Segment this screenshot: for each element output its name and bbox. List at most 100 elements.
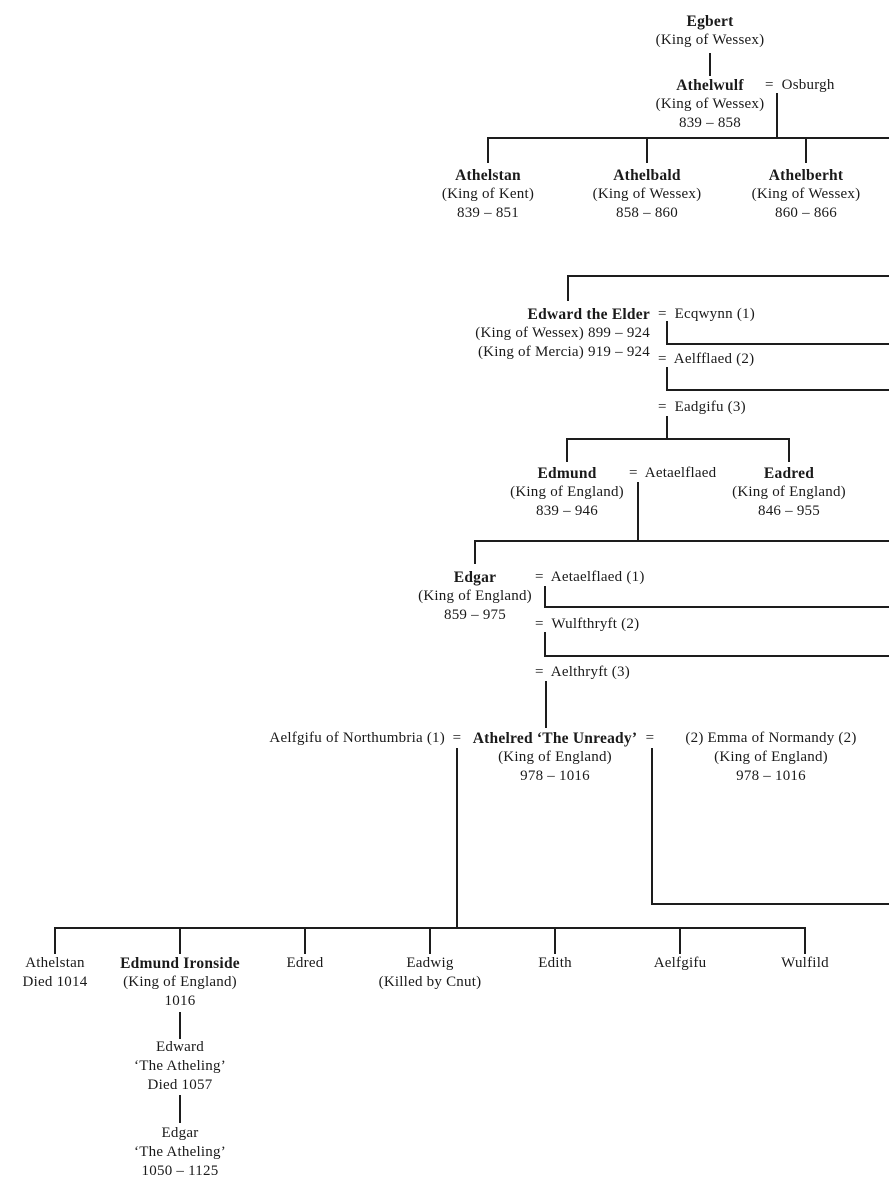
line-ecqwynn-issue-drop	[666, 321, 668, 345]
line-drop-athelstan-kent	[487, 137, 489, 163]
eadred-line-1: Eadred	[763, 465, 815, 482]
athelred-the-unready-line-1: Athelred ‘The Unready’	[472, 730, 638, 747]
edith-line-1: Edith	[538, 955, 572, 971]
edgar-wife-2: = Wulfthryft (2)	[535, 615, 639, 634]
line-aelfflaed-issue-bar	[666, 389, 889, 391]
line-drop-edmund-ironside	[179, 927, 181, 954]
emma-of-normandy-line-2: (King of England)	[714, 749, 828, 765]
athelred-the-unready-line-2: (King of England)	[498, 749, 612, 765]
edward-the-atheling-line-1: Edward	[155, 1039, 204, 1055]
edgar-line-1: Edgar	[453, 569, 497, 586]
athelbald: Athelbald(King of Wessex)858 – 860	[593, 166, 702, 223]
edmund-ironside-line-2: (King of England)	[123, 974, 237, 990]
line-edgar-wife1-issue-drop	[544, 586, 546, 608]
edward-the-elder-line-3: (King of Mercia) 919 – 924	[477, 344, 650, 360]
aelfgifu-daughter-line-1: Aelfgifu	[653, 955, 707, 971]
athelbald-line-2: (King of Wessex)	[592, 186, 702, 202]
edward-the-atheling-line-2: ‘The Atheling’	[134, 1058, 226, 1074]
edward-the-elder: Edward the Elder(King of Wessex) 899 – 9…	[475, 305, 650, 362]
eadwig-line-2: (Killed by Cnut)	[378, 974, 482, 990]
line-drop-athelbald	[646, 137, 648, 163]
aetaelflaed-wife-of-edmund-line-1: = Aetaelflaed	[629, 465, 717, 481]
athelbald-line-1: Athelbald	[613, 167, 681, 184]
aelfflaed: = Aelfflaed (2)	[658, 350, 754, 369]
edgar-the-atheling-line-1: Edgar	[161, 1125, 199, 1141]
edward-the-atheling-line-3: Died 1057	[147, 1077, 213, 1093]
edgar-wife-3-line-1: = Aelthryft (3)	[535, 664, 630, 680]
line-athelwulf-marriage-drop	[776, 93, 778, 139]
edmund-ironside-line-3: 1016	[164, 993, 196, 1009]
line-edgar-parent-bar	[474, 540, 889, 542]
edgar: Edgar (King of England) 859 – 975	[418, 568, 532, 625]
equals-athelred-marriage-2: =	[646, 729, 655, 748]
line-edward-elder-parent-bar	[567, 275, 889, 277]
eadgifu-line-1: = Eadgifu (3)	[658, 399, 746, 415]
line-drop-edith	[554, 927, 556, 954]
aelfgifu-daughter: Aelfgifu	[654, 954, 707, 973]
athelstan-king-of-kent-line-1: Athelstan	[455, 167, 521, 184]
aetaelflaed-wife-of-edmund: = Aetaelflaed	[629, 464, 716, 483]
edgar-line-3: 859 – 975	[443, 607, 507, 623]
edward-the-atheling: Edward ‘The Atheling’ Died 1057	[134, 1038, 226, 1095]
edgar-wife-1: = Aetaelflaed (1)	[535, 568, 645, 587]
eadwig: Eadwig (Killed by Cnut)	[379, 954, 482, 992]
eadred-line-2: (King of England)	[732, 484, 846, 500]
line-athelred-marriage1-drop	[456, 748, 458, 929]
edgar-wife-1-line-1: = Aetaelflaed (1)	[535, 569, 645, 585]
aelfgifu-of-northumbria: Aelfgifu of Northumbria (1)	[269, 729, 445, 748]
line-edgar-wife3-issue-drop	[545, 681, 547, 728]
edmund-line-2: (King of England)	[510, 484, 624, 500]
line-aelfflaed-issue-drop	[666, 367, 668, 391]
osburgh: = Osburgh	[765, 76, 835, 95]
eadred: Eadred (King of England) 846 – 955	[732, 464, 846, 521]
athelred-the-unready: Athelred ‘The Unready’(King of England)9…	[473, 729, 638, 786]
line-drop-athelberht	[805, 137, 807, 163]
line-gen1-sibling-bar	[487, 137, 889, 139]
aelfflaed-line-1: = Aelfflaed (2)	[658, 351, 755, 367]
aelfgifu-of-northumbria-line-1: Aelfgifu of Northumbria (1)	[269, 730, 445, 746]
line-edgar-wife2-issue-drop	[544, 632, 546, 657]
edmund: Edmund(King of England)839 – 946	[510, 464, 624, 521]
athelwulf-line-2: (King of Wessex)	[655, 96, 765, 112]
line-drop-aelfgifu	[679, 927, 681, 954]
line-edmund-marriage-drop	[637, 482, 639, 542]
edgar-line-2: (King of England)	[418, 588, 532, 604]
line-edward-to-edgar-atheling	[179, 1095, 181, 1123]
line-drop-edred	[304, 927, 306, 954]
edgar-the-atheling-line-2: ‘The Atheling’	[134, 1144, 226, 1160]
athelberht: Athelberht(King of Wessex)860 – 866	[752, 166, 861, 223]
line-drop-athelstan-1014	[54, 927, 56, 954]
athelberht-line-1: Athelberht	[768, 167, 844, 184]
edmund-line-1: Edmund	[537, 465, 597, 482]
egbert-line-1: Egbert	[686, 13, 734, 30]
emma-of-normandy-line-3: 978 – 1016	[736, 768, 806, 784]
line-emma-issue-bar	[651, 903, 889, 905]
egbert: Egbert (King of Wessex)	[656, 12, 765, 50]
edward-the-elder-line-1: Edward the Elder	[527, 306, 650, 323]
line-egbert-to-athelwulf	[709, 53, 711, 76]
line-edgar-wife2-issue-bar	[544, 655, 889, 657]
emma-of-normandy: (2) Emma of Normandy (2)(King of England…	[685, 729, 856, 786]
athelstan-died-1014-line-2: Died 1014	[22, 974, 88, 990]
line-edward-elder-drop	[567, 275, 569, 301]
edred: Edred	[287, 954, 324, 973]
athelberht-line-2: (King of Wessex)	[751, 186, 861, 202]
edmund-ironside: Edmund Ironside (King of England) 1016	[120, 954, 240, 1011]
egbert-line-2: (King of Wessex)	[655, 32, 765, 48]
edmund-ironside-line-1: Edmund Ironside	[120, 955, 240, 972]
osburgh-line-1: = Osburgh	[765, 77, 835, 93]
edgar-the-atheling-line-3: 1050 – 1125	[141, 1163, 219, 1179]
athelstan-king-of-kent-line-2: (King of Kent)	[441, 186, 535, 202]
edith: Edith	[538, 954, 572, 973]
line-drop-eadred	[788, 438, 790, 462]
line-edmund-eadred-sibling-bar	[566, 438, 790, 440]
eadgifu: = Eadgifu (3)	[658, 398, 746, 417]
eadred-line-3: 846 – 955	[757, 503, 821, 519]
eadwig-line-1: Eadwig	[406, 955, 454, 971]
equals-athelred-marriage-1-line-1: =	[452, 730, 462, 746]
equals-athelred-marriage-2-line-1: =	[645, 730, 655, 746]
line-ironside-to-edward-atheling	[179, 1012, 181, 1039]
line-drop-edmund	[566, 438, 568, 462]
